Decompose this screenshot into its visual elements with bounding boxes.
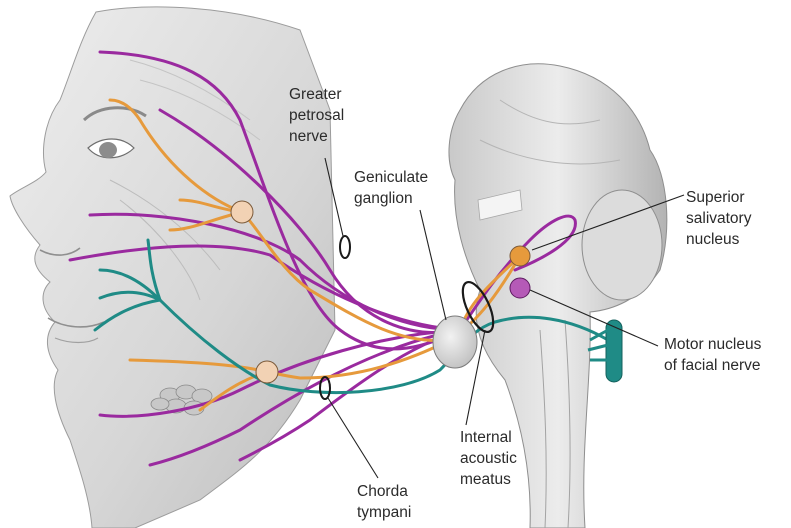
- label-chorda-tympani: Chorda tympani: [357, 481, 411, 523]
- label-line: of facial nerve: [664, 355, 761, 376]
- label-line: meatus: [460, 469, 517, 490]
- label-internal-acoustic: Internal acoustic meatus: [460, 427, 517, 490]
- label-line: salivatory: [686, 208, 751, 229]
- label-line: petrosal: [289, 105, 344, 126]
- label-greater-petrosal: Greater petrosal nerve: [289, 84, 344, 147]
- greater-petrosal-ring: [340, 236, 350, 258]
- label-line: tympani: [357, 502, 411, 523]
- motor-nucleus-facial: [510, 278, 530, 298]
- label-line: Greater: [289, 84, 344, 105]
- label-line: Chorda: [357, 481, 411, 502]
- label-line: acoustic: [460, 448, 517, 469]
- label-line: nerve: [289, 126, 344, 147]
- label-line: Internal: [460, 427, 517, 448]
- submandibular-ganglion: [256, 361, 278, 383]
- superior-salivatory-nucleus: [510, 246, 530, 266]
- label-line: ganglion: [354, 188, 428, 209]
- label-line: Geniculate: [354, 167, 428, 188]
- label-geniculate-ganglion: Geniculate ganglion: [354, 167, 428, 209]
- label-line: Superior: [686, 187, 751, 208]
- pterygopalatine-ganglion: [231, 201, 253, 223]
- label-line: nucleus: [686, 229, 751, 250]
- label-line: Motor nucleus: [664, 334, 761, 355]
- label-superior-salivatory: Superior salivatory nucleus: [686, 187, 751, 250]
- facial-motor-column: [588, 320, 622, 382]
- geniculate-ganglion: [433, 316, 477, 368]
- label-motor-nucleus: Motor nucleus of facial nerve: [664, 334, 761, 376]
